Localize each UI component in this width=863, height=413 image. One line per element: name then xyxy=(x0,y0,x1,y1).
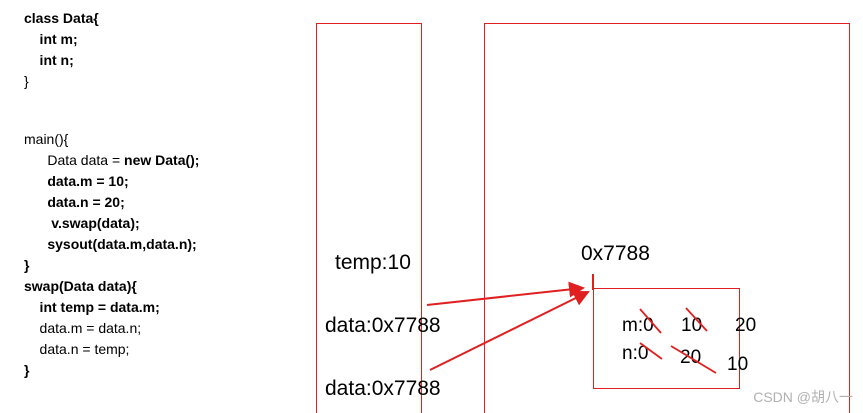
code-main-line: data.n = temp; xyxy=(24,339,199,360)
code-token: data.n = 20; xyxy=(24,194,125,210)
code-token: int temp = data.m; xyxy=(24,299,160,315)
code-class-line: int n; xyxy=(24,52,74,68)
code-class-line: } xyxy=(24,73,29,89)
code-token: new Data(); xyxy=(124,152,200,168)
code-token: } xyxy=(24,257,30,273)
code-main-line: data.m = data.n; xyxy=(24,318,199,339)
code-main-line: main(){ xyxy=(24,129,199,150)
stack-main-data-label: data:0x7788 xyxy=(325,377,441,400)
code-main-line: int temp = data.m; xyxy=(24,297,199,318)
code-main-line: data.n = 20; xyxy=(24,192,199,213)
strike-n-twenty xyxy=(670,345,717,374)
field-n-label: n:0 xyxy=(622,343,649,364)
code-main-line: Data data = new Data(); xyxy=(24,150,199,171)
stack-temp-label: temp:10 xyxy=(335,251,411,274)
stack-box xyxy=(316,23,422,413)
code-main-line: } xyxy=(24,255,199,276)
csdn-watermark: CSDN @胡八一 xyxy=(753,389,853,405)
code-class-line: int m; xyxy=(24,31,78,47)
code-token: } xyxy=(24,362,30,378)
heap-address-label: 0x7788 xyxy=(581,242,650,265)
data-object-box xyxy=(593,288,740,389)
code-main-line: v.swap(data); xyxy=(24,213,199,234)
code-main-line: sysout(data.m,data.n); xyxy=(24,234,199,255)
code-token: data.m = 10; xyxy=(24,173,129,189)
code-main-line: } xyxy=(24,360,199,381)
code-token: v.swap(data); xyxy=(24,215,140,231)
code-main-and-swap: main(){ Data data = new Data(); data.m =… xyxy=(24,129,199,381)
strike-n-zero xyxy=(639,342,663,360)
code-token: main(){ xyxy=(24,131,69,147)
code-token: data.m = data.n; xyxy=(24,320,142,336)
code-token: sysout(data.m,data.n); xyxy=(24,236,197,252)
code-class-line: class Data{ xyxy=(24,10,99,26)
code-token: swap(Data data){ xyxy=(24,278,137,294)
code-token: data.n = temp; xyxy=(24,341,130,357)
field-m-value-20: 20 xyxy=(735,315,757,336)
code-token: Data data = xyxy=(24,152,125,168)
main-reference-arrow xyxy=(429,291,590,371)
field-m-label: m:0 xyxy=(622,315,654,336)
strike-m-zero xyxy=(639,308,662,334)
stack-swap-data-label: data:0x7788 xyxy=(325,314,441,337)
strike-m-ten xyxy=(685,307,708,332)
field-n-value-10: 10 xyxy=(727,354,749,375)
code-main-line: data.m = 10; xyxy=(24,171,199,192)
code-class-definition: class Data{ int m; int n;} xyxy=(24,8,99,92)
code-main-line: swap(Data data){ xyxy=(24,276,199,297)
heap-box xyxy=(484,23,850,413)
swap-reference-arrow xyxy=(426,281,585,306)
